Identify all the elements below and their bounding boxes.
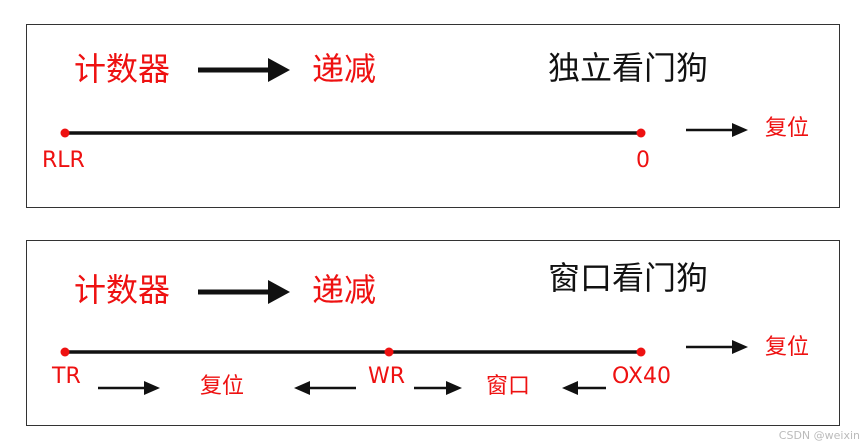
wwdg-window-region-label: 窗口 <box>486 374 531 399</box>
iwdg-end-dot <box>636 128 646 138</box>
wwdg-reset-arrow <box>686 340 748 354</box>
wwdg-arrow-tr-to-reset <box>98 381 160 395</box>
wwdg-tr-label: TR <box>52 364 81 389</box>
wwdg-ox40-label: OX40 <box>612 364 671 389</box>
iwdg-reset-arrow <box>686 123 748 137</box>
wwdg-panel <box>26 240 840 426</box>
wwdg-counter-label: 计数器 <box>74 271 171 309</box>
wwdg-arrow-ox40-to-window <box>562 381 606 395</box>
wwdg-wr-dot <box>384 347 394 357</box>
wwdg-end-dot <box>636 347 646 357</box>
wwdg-decrement-label: 递减 <box>312 271 377 309</box>
wwdg-reset-right-label: 复位 <box>765 335 810 360</box>
iwdg-start-dot <box>60 128 70 138</box>
wwdg-arrow-wr-to-reset <box>294 381 356 395</box>
iwdg-reset-label: 复位 <box>765 116 810 141</box>
iwdg-rlr-label: RLR <box>42 148 85 173</box>
wwdg-title: 窗口看门狗 <box>548 259 709 297</box>
iwdg-panel <box>26 24 840 208</box>
watermark: CSDN @weixin <box>778 429 860 442</box>
iwdg-counter-label: 计数器 <box>74 50 171 88</box>
iwdg-decrement-label: 递减 <box>312 50 377 88</box>
iwdg-big-arrow <box>198 58 290 82</box>
wwdg-wr-label: WR <box>368 364 406 389</box>
wwdg-arrow-wr-to-window <box>414 381 462 395</box>
wwdg-reset-region-label: 复位 <box>200 374 245 399</box>
wwdg-big-arrow <box>198 280 290 304</box>
wwdg-tr-dot <box>60 347 70 357</box>
iwdg-zero-label: 0 <box>636 148 650 173</box>
iwdg-title: 独立看门狗 <box>548 49 709 87</box>
